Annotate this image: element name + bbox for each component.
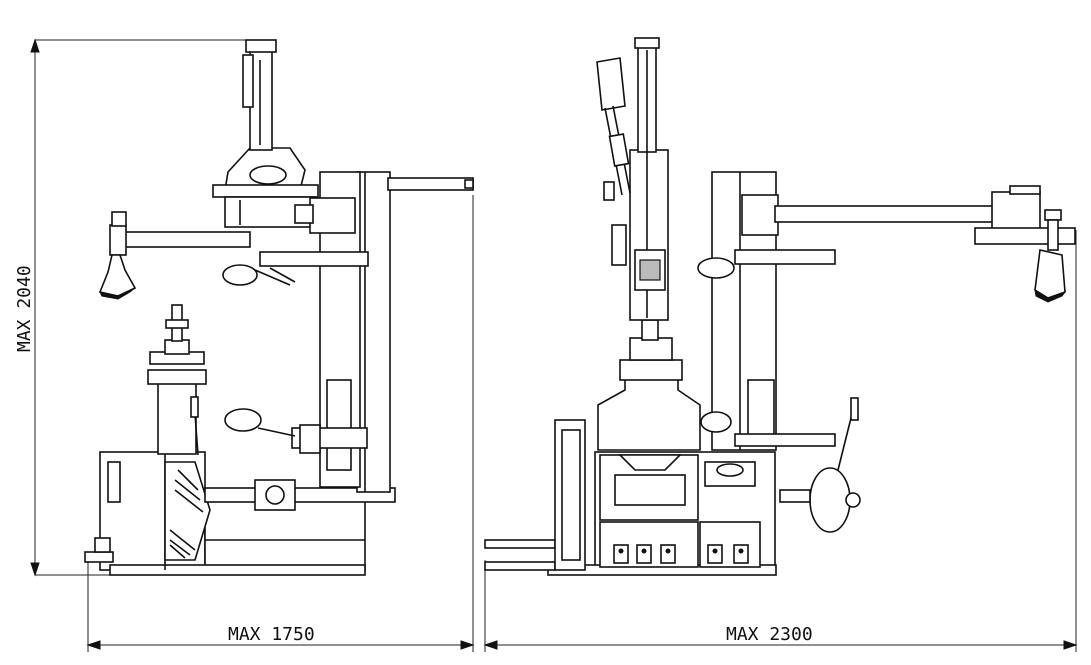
width-front-dimension-label: MAX 2300 <box>726 624 813 645</box>
front-buttons-row <box>613 544 749 564</box>
width-side-dimension-label: MAX 1750 <box>228 624 315 645</box>
left-hanging-tool <box>98 254 137 300</box>
dimension-height: MAX 2040 <box>14 38 255 577</box>
dimension-width-side: MAX 1750 <box>86 195 475 652</box>
foot-pedals <box>84 537 114 563</box>
side-lever <box>779 397 861 533</box>
tread-panel <box>164 461 211 561</box>
front-view-machine <box>484 37 1076 576</box>
dimension-width-front: MAX 2300 <box>483 230 1078 652</box>
side-head <box>212 147 356 234</box>
lower-bead-roller <box>224 408 368 454</box>
right-hanging-tool <box>1034 209 1067 303</box>
height-dimension-label: MAX 2040 <box>14 265 35 352</box>
front-tilted-arm <box>596 57 631 266</box>
side-view-machine <box>84 39 474 576</box>
